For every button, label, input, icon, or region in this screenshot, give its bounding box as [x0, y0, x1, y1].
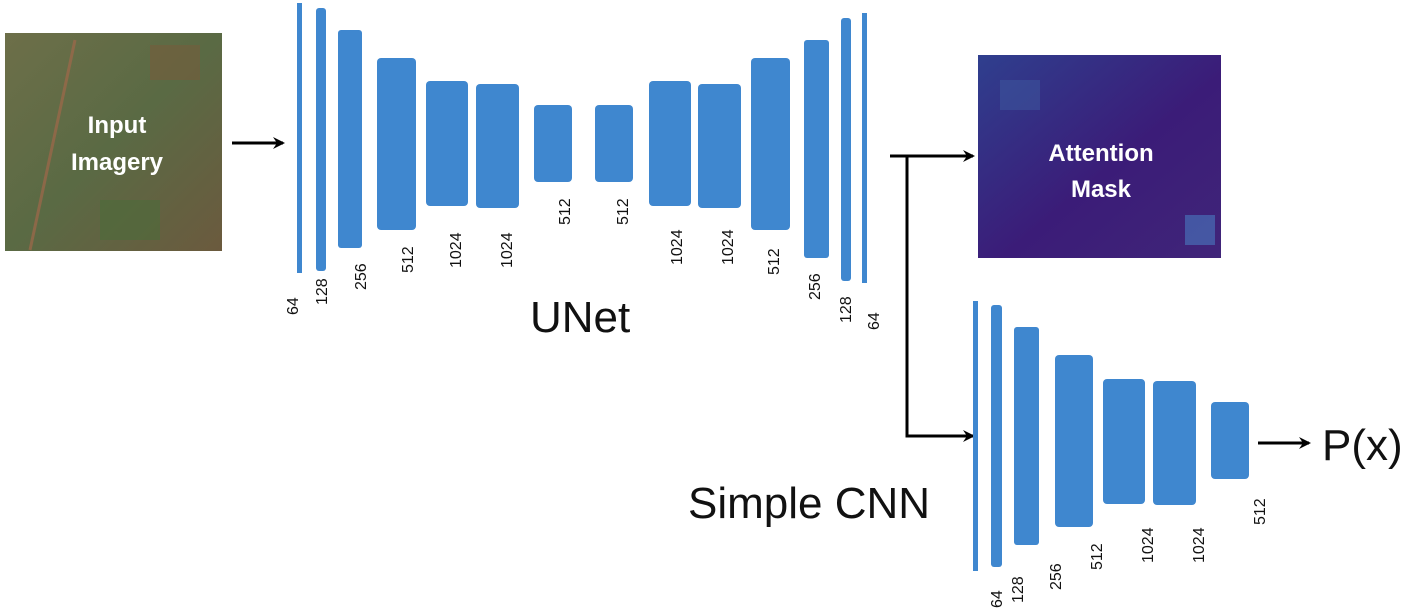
input-imagery-field: [150, 45, 200, 80]
unet-layer-block: [862, 13, 867, 283]
cnn-labels: 64 128 256 512 1024 1024 512: [989, 498, 1269, 608]
cnn-layer-block: [1103, 379, 1145, 504]
unet-layer-block: [426, 81, 468, 206]
unet-layer-label: 64: [866, 312, 883, 330]
unet-layer-block: [377, 58, 416, 230]
cnn-layer-block: [1055, 355, 1093, 527]
unet-layer-block: [698, 84, 741, 208]
unet-layer-label: 1024: [720, 229, 737, 265]
cnn-layer-block: [1153, 381, 1196, 505]
unet-layer-label: 512: [400, 246, 417, 273]
cnn-layer-block: [991, 305, 1002, 567]
attention-mask: Attention Mask: [978, 55, 1221, 258]
unet-layer-label: 64: [285, 297, 302, 315]
input-imagery-field: [100, 200, 160, 240]
cnn-layer-label: 512: [1252, 498, 1269, 525]
cnn-layer-block: [973, 301, 978, 571]
unet-layer-block: [595, 105, 633, 182]
attention-mask-texture: [1185, 215, 1215, 245]
unet-layer-label: 256: [353, 263, 370, 290]
cnn-layer-block: [1014, 327, 1039, 545]
cnn-layer-label: 64: [989, 590, 1006, 608]
unet-layer-block: [316, 8, 326, 271]
cnn-layer-label: 512: [1089, 543, 1106, 570]
unet-title: UNet: [530, 293, 630, 342]
cnn-layer-block: [1211, 402, 1249, 479]
unet-layer-label: 256: [807, 273, 824, 300]
unet-layer-block: [841, 18, 851, 281]
unet-layer-label: 1024: [448, 232, 465, 268]
cnn-layer-label: 128: [1010, 576, 1027, 603]
output-label: P(x): [1322, 421, 1403, 470]
input-imagery-label-line1: Input: [88, 112, 147, 139]
input-imagery-label-line2: Imagery: [71, 149, 164, 176]
attention-mask-texture: [1000, 80, 1040, 110]
unet-layer-block: [534, 105, 572, 182]
unet-layer-label: 512: [766, 248, 783, 275]
unet-layer-label: 1024: [669, 229, 686, 265]
attention-mask-label-line1: Attention: [1048, 140, 1153, 167]
unet-layer-block: [649, 81, 691, 206]
unet-layer-label: 1024: [499, 232, 516, 268]
unet-labels: 64 128 256 512 1024 1024 512 512 1024 10…: [285, 198, 883, 330]
unet-layer-block: [476, 84, 519, 208]
cnn-title: Simple CNN: [688, 479, 930, 528]
unet: [297, 3, 867, 283]
unet-layer-block: [297, 3, 302, 273]
cnn-layer-label: 1024: [1191, 527, 1208, 563]
unet-layer-label: 128: [314, 278, 331, 305]
unet-layer-label: 512: [615, 198, 632, 225]
unet-layer-block: [804, 40, 829, 258]
unet-layer-label: 128: [838, 296, 855, 323]
unet-layer-block: [751, 58, 790, 230]
unet-layer-block: [338, 30, 362, 248]
cnn-layer-label: 1024: [1140, 527, 1157, 563]
simple-cnn: [973, 301, 1249, 571]
unet-to-cnn-arrow: [905, 156, 975, 442]
input-imagery: Input Imagery: [5, 33, 222, 251]
unet-output-arrows: [890, 150, 975, 442]
unet-layer-label: 512: [557, 198, 574, 225]
input-imagery-road: [28, 39, 77, 251]
attention-mask-label-line2: Mask: [1071, 176, 1132, 203]
cnn-layer-label: 256: [1048, 563, 1065, 590]
